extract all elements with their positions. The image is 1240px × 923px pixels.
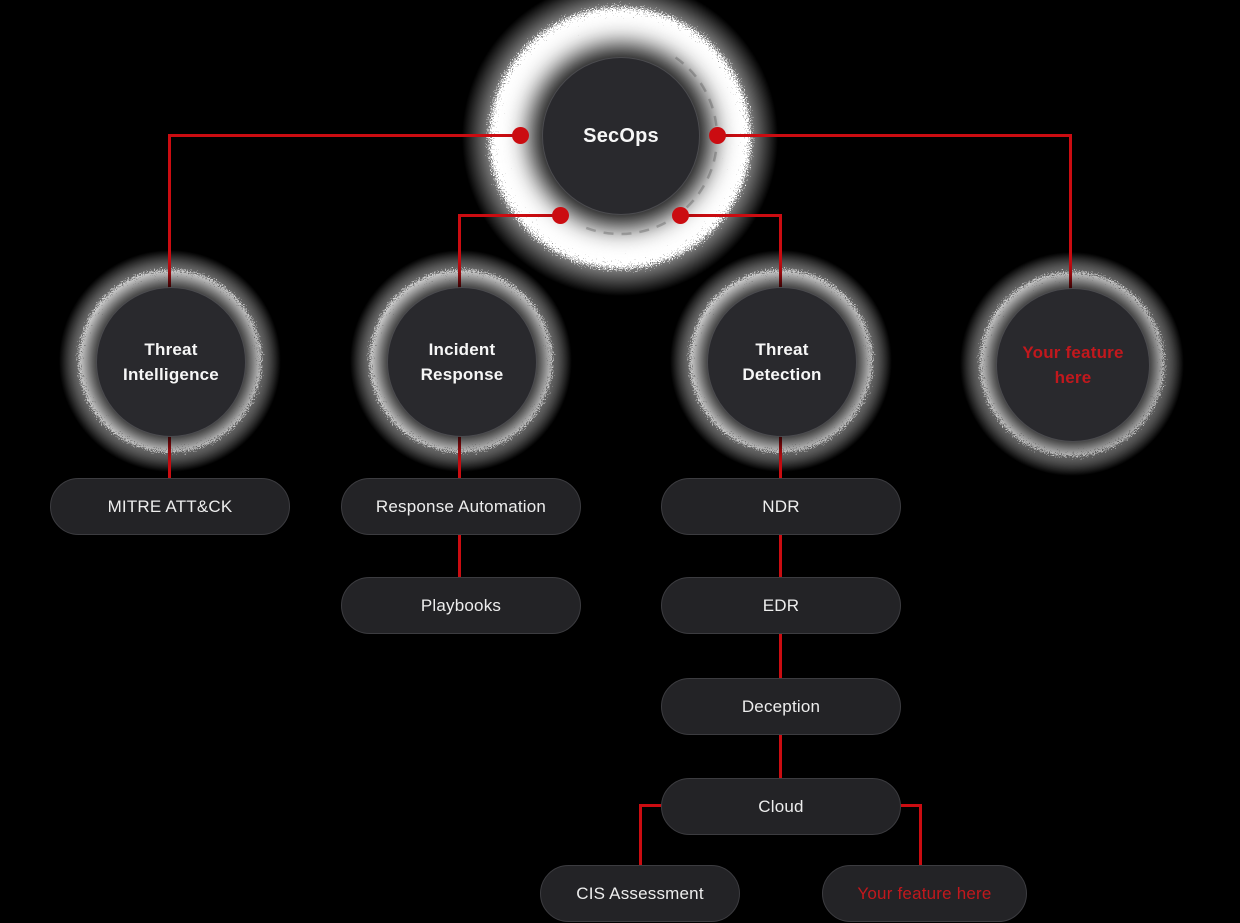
node-mitre-attack[interactable]: MITRE ATT&CK — [50, 478, 290, 535]
node-cis-assessment[interactable]: CIS Assessment — [540, 865, 740, 922]
node-mitre-attack-label: MITRE ATT&CK — [107, 496, 233, 516]
node-threat-detection-label: Threat Detection — [742, 339, 822, 385]
node-your-feature-pill-label: Your feature here — [857, 883, 992, 903]
connector-secops-threat-intelligence-h — [168, 134, 520, 137]
node-response-automation[interactable]: Response Automation — [341, 478, 581, 535]
node-cloud-label: Cloud — [758, 796, 804, 816]
junction-dot-left — [512, 127, 529, 144]
node-threat-intelligence-label: Threat Intelligence — [123, 339, 219, 385]
connector-secops-your-feature-h — [718, 134, 1072, 137]
connector-cloud-cis-h — [639, 804, 663, 807]
node-edr[interactable]: EDR — [661, 577, 901, 634]
node-incident-response[interactable]: Incident Response — [387, 287, 537, 437]
node-response-automation-label: Response Automation — [375, 496, 547, 516]
node-deception-label: Deception — [741, 696, 821, 716]
node-threat-detection[interactable]: Threat Detection — [707, 287, 857, 437]
node-cloud[interactable]: Cloud — [661, 778, 901, 835]
connector-cloud-your-feature-v — [919, 804, 922, 867]
node-secops[interactable]: SecOps — [542, 57, 700, 215]
junction-dot-bottom-left — [552, 207, 569, 224]
node-your-feature-pill[interactable]: Your feature here — [822, 865, 1027, 922]
node-cis-assessment-label: CIS Assessment — [576, 883, 704, 903]
node-edr-label: EDR — [762, 595, 800, 615]
node-secops-label: SecOps — [583, 125, 659, 147]
node-incident-response-label: Incident Response — [420, 339, 504, 385]
junction-dot-right — [709, 127, 726, 144]
connector-your-feature-v — [1069, 134, 1072, 370]
dashed-arc — [578, 56, 719, 236]
connector-secops-incident-response-h — [458, 214, 562, 217]
connector-cloud-your-feature-h — [898, 804, 922, 807]
node-threat-intelligence[interactable]: Threat Intelligence — [96, 287, 246, 437]
connector-secops-threat-detection-h — [679, 214, 782, 217]
connector-cloud-cis-v — [639, 804, 642, 867]
node-deception[interactable]: Deception — [661, 678, 901, 735]
node-playbooks[interactable]: Playbooks — [341, 577, 581, 634]
node-ndr[interactable]: NDR — [661, 478, 901, 535]
node-your-feature-circle-label: Your feature here — [1022, 342, 1124, 388]
node-ndr-label: NDR — [762, 496, 800, 516]
node-playbooks-label: Playbooks — [420, 595, 502, 615]
node-your-feature-circle[interactable]: Your feature here — [996, 288, 1150, 442]
junction-dot-bottom-right — [672, 207, 689, 224]
